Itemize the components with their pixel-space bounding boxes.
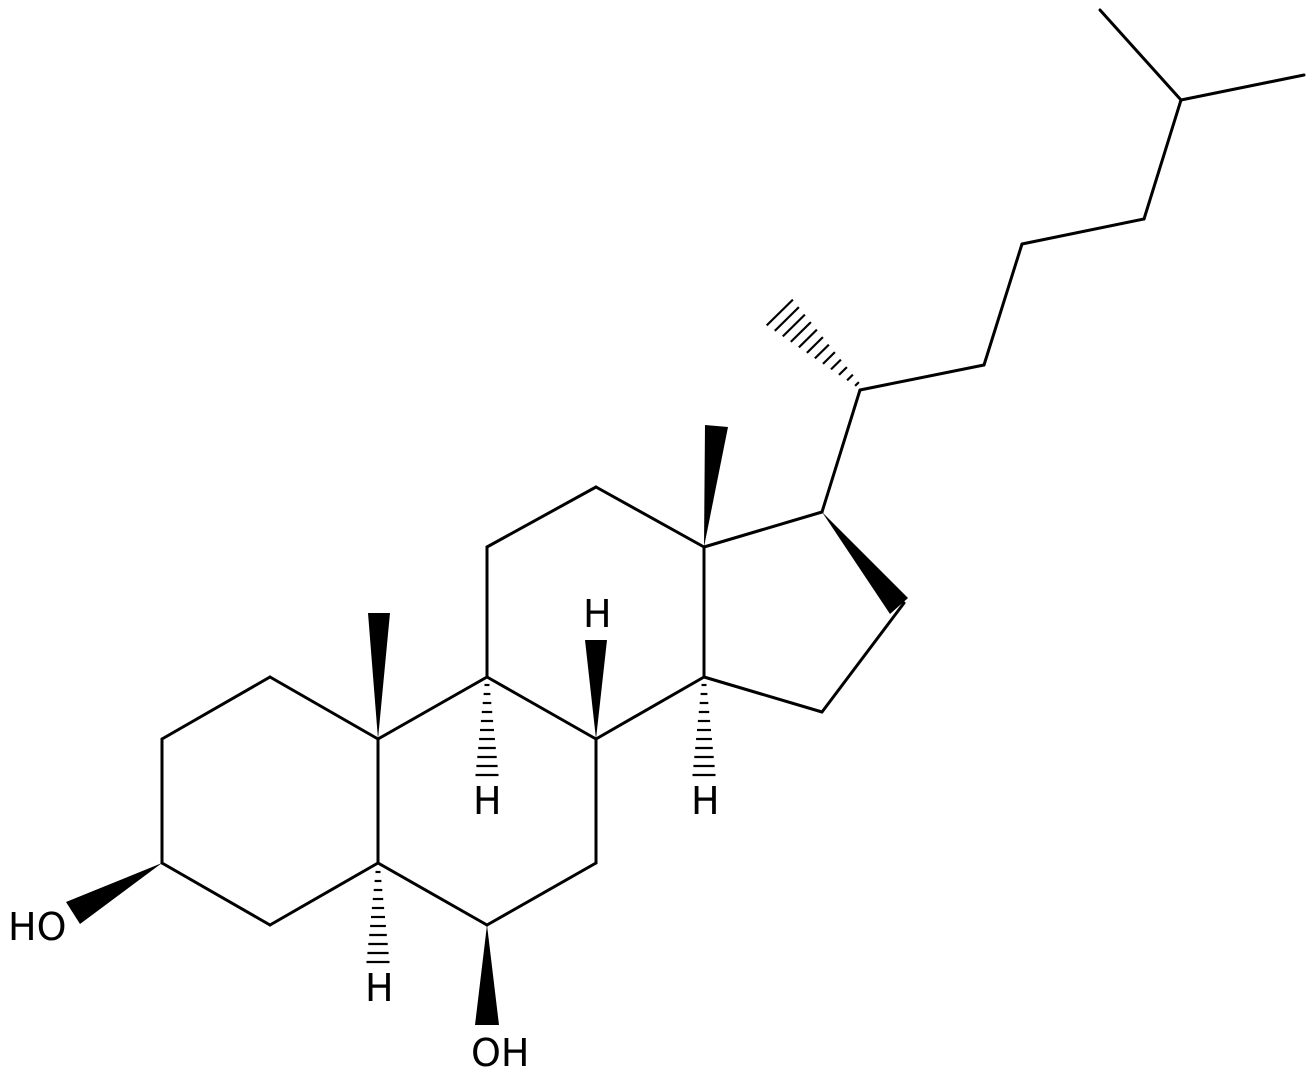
- bond-c14-c15: [702, 675, 824, 714]
- bond-c17-c20: [820, 388, 862, 514]
- bond-c24-c25: [1142, 98, 1183, 221]
- bond-c14-c8: [594, 675, 706, 741]
- wedge-bonds: [66, 425, 908, 1025]
- hydroxyl-c6-label: OH: [471, 1031, 529, 1074]
- bond-c11-c12: [485, 485, 598, 549]
- wedge-c13-methyl: [704, 425, 728, 547]
- bond-c9-c10: [376, 675, 489, 741]
- hydrogen-c8-label: H: [583, 592, 612, 636]
- bond-c6-c7: [485, 861, 598, 927]
- hash-bond-c14-h: [692, 683, 716, 777]
- bond-c12-c13: [594, 485, 706, 549]
- ring-d: [702, 510, 906, 714]
- bond-c15-c16: [820, 601, 906, 714]
- hydroxyl-c3-label: HO: [8, 905, 66, 949]
- wedge-c10-methyl: [368, 613, 390, 739]
- hash-bond-c9-h: [475, 683, 499, 777]
- bond-c10-c1: [268, 675, 380, 741]
- bond-c3-c4: [160, 861, 272, 927]
- hydrogen-c14-label: H: [691, 779, 720, 823]
- hydrogen-c5-label: H: [365, 966, 394, 1010]
- side-chain: [820, 8, 1306, 514]
- bond-c8-c9: [485, 675, 598, 741]
- hydrogen-c9-label: H: [473, 779, 502, 823]
- bond-c25-c26: [1098, 8, 1183, 102]
- hash-bond-c5-h: [366, 870, 390, 964]
- bond-c20-c22: [858, 363, 986, 392]
- wedge-c8-h: [585, 640, 607, 739]
- bond-c23-c24: [1020, 217, 1146, 246]
- bond-c4-c5: [268, 861, 380, 927]
- ring-a: [160, 675, 380, 927]
- bond-c1-c2: [160, 675, 272, 741]
- bond-c22-c23: [982, 242, 1024, 367]
- wedge-c6-oh: [475, 925, 499, 1025]
- bond-c5-c6: [376, 861, 489, 927]
- wedge-c3-oh: [66, 863, 162, 924]
- ring-c: [485, 485, 706, 741]
- bond-c25-c27: [1179, 73, 1306, 102]
- wedge-c17-c16: [822, 512, 908, 614]
- bond-c13-c17: [702, 510, 824, 549]
- ring-b: [376, 675, 598, 927]
- hash-bond-c20-methyl: [765, 298, 860, 387]
